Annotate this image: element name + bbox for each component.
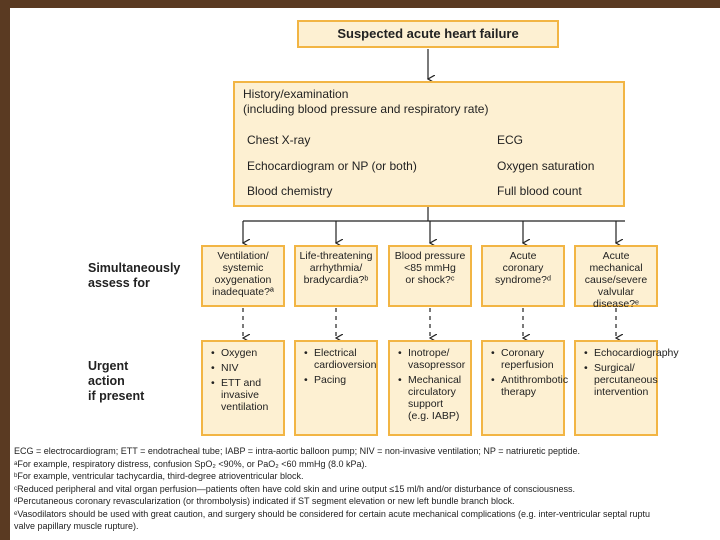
exam-ecg: ECG [497, 133, 524, 147]
action-mechanical-box: Echocardiography Surgical/ percutaneous … [574, 340, 679, 436]
top-box-text: Suspected acute heart failure [337, 26, 519, 41]
action-item: Echocardiography [584, 347, 679, 359]
assess-blood-pressure-box: Blood pressure <85 mmHg or shock?ᶜ [388, 245, 472, 307]
action-item: Pacing [304, 374, 372, 386]
assess-ventilation-box: Ventilation/ systemic oxygenation inadeq… [201, 245, 285, 307]
label-line: Urgent [88, 359, 129, 373]
action-item: Surgical/ percutaneous intervention [584, 362, 658, 398]
action-item: Mechanical circulatory support (e.g. IAB… [398, 374, 466, 422]
action-item: Coronary reperfusion [491, 347, 559, 371]
assess-line: <85 mmHg [404, 262, 456, 274]
action-blood-pressure-box: Inotrope/ vasopressor Mechanical circula… [388, 340, 472, 436]
footnote-b: ᵇFor example, ventricular tachycardia, t… [14, 471, 304, 481]
assess-line: Blood pressure [394, 250, 466, 262]
exam-oxygen-saturation: Oxygen saturation [497, 159, 595, 173]
assess-line: systemic [222, 262, 264, 274]
history-subtitle: (including blood pressure and respirator… [243, 102, 489, 116]
assess-line: valvular disease?ᵉ [593, 286, 639, 310]
assess-line: arrhythmia/ [309, 262, 363, 274]
connector-lines [10, 49, 625, 540]
assess-line: coronary [502, 262, 544, 274]
label-line: Simultaneously [88, 261, 181, 275]
assess-line: or shock?ᶜ [405, 274, 455, 286]
label-line: action [88, 374, 125, 388]
assess-line: oxygenation [214, 274, 272, 286]
assess-line: Acute [602, 250, 630, 262]
assess-line: Acute [509, 250, 537, 262]
assess-line: cause/severe [584, 274, 648, 286]
exam-full-blood-count: Full blood count [497, 184, 582, 198]
simultaneously-assess-label: Simultaneously assess for [88, 261, 180, 291]
label-line: if present [88, 389, 145, 403]
footnote-abbreviations: ECG = electrocardiogram; ETT = endotrach… [14, 446, 581, 456]
footnote-e-cont: valve papillary muscle rupture). [14, 521, 139, 531]
action-item: Electrical cardioversion [304, 347, 376, 371]
assess-line: inadequate?ª [212, 286, 274, 298]
exam-echo-np: Echocardiogram or NP (or both) [247, 159, 417, 173]
footnotes: ECG = electrocardiogram; ETT = endotrach… [14, 445, 720, 533]
action-item: Oxygen [211, 347, 279, 359]
action-acs-box: Coronary reperfusion Antithrombotic ther… [481, 340, 568, 436]
footnote-d: ᵈPercutaneous coronary revascularization… [14, 496, 515, 506]
footnote-a: ᵃFor example, respiratory distress, conf… [14, 458, 367, 469]
footnote-e: ᵉVasodilators should be used with great … [14, 508, 651, 519]
footnote-c: ᶜReduced peripheral and vital organ perf… [14, 483, 575, 494]
action-item: NIV [211, 362, 279, 374]
action-item: Antithrombotic therapy [491, 374, 568, 398]
history-examination-box: History/examination (including blood pre… [233, 81, 625, 207]
assess-line: Life-threatening [299, 250, 373, 262]
history-title: History/examination [243, 87, 349, 101]
suspected-ahf-box: Suspected acute heart failure [297, 20, 559, 48]
label-line: assess for [88, 276, 150, 290]
assess-arrhythmia-box: Life-threatening arrhythmia/ bradycardia… [294, 245, 378, 307]
assess-line: syndrome?ᵈ [495, 274, 551, 286]
assess-line: Ventilation/ [217, 250, 269, 262]
urgent-action-label: Urgent action if present [88, 359, 144, 404]
assess-line: mechanical [589, 262, 643, 274]
assess-mechanical-box: Acute mechanical cause/severe valvular d… [574, 245, 658, 310]
page: Suspected acute heart failure History/ex… [10, 8, 720, 540]
action-ventilation-box: Oxygen NIV ETT and invasive ventilation [201, 340, 285, 436]
exam-blood-chemistry: Blood chemistry [247, 184, 333, 198]
action-item: Inotrope/ vasopressor [398, 347, 466, 371]
assess-acs-box: Acute coronary syndrome?ᵈ [481, 245, 565, 307]
assess-line: bradycardia?ᵇ [303, 274, 369, 286]
exam-chest-xray: Chest X-ray [247, 133, 311, 147]
action-item: ETT and invasive ventilation [211, 377, 279, 413]
action-arrhythmia-box: Electrical cardioversion Pacing [294, 340, 378, 436]
